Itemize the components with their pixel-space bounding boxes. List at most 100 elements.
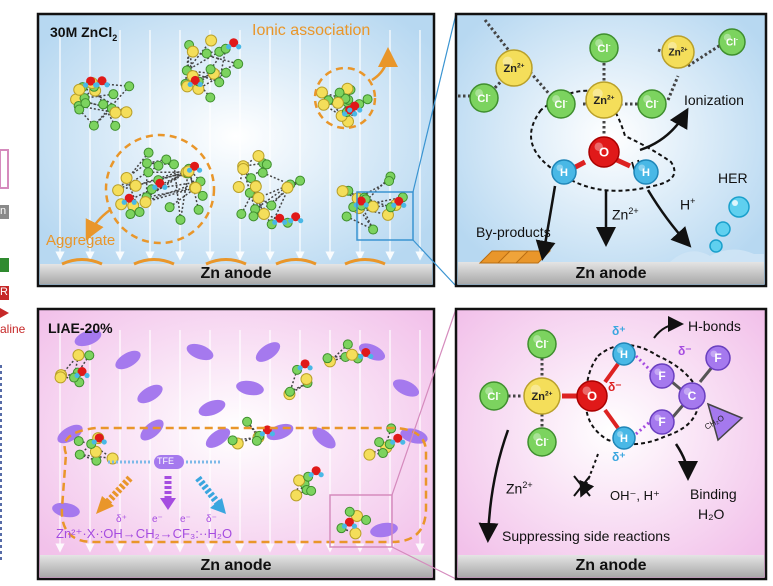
oxygen-atom-large-label: O <box>587 389 597 404</box>
cl-atom <box>165 203 174 212</box>
cl-atom <box>375 438 384 447</box>
label-oh-h: OH⁻, H⁺ <box>610 488 660 504</box>
hydrogen-atom <box>364 202 369 207</box>
label-zn2plus-bottom: Zn2+ <box>506 480 533 497</box>
hydrogen-atom <box>197 168 202 173</box>
label-delta-minus-f: δ⁻ <box>678 344 692 358</box>
fluorine-atom-label: F <box>658 369 665 383</box>
zn-atom <box>332 97 343 108</box>
label-anode-bottom-left: Zn anode <box>40 557 432 575</box>
label-binding-h2o: H₂O <box>698 506 724 522</box>
cl-atom <box>85 351 94 360</box>
label-tfe: TFE <box>157 456 174 466</box>
fluorine-atom: F <box>706 346 730 370</box>
zn-atom <box>55 372 66 383</box>
hydrogen-atom <box>162 185 167 190</box>
zn-atom <box>291 490 302 501</box>
label-delta-plus-bottom: δ⁺ <box>612 450 626 464</box>
hydrogen-atom <box>342 524 347 529</box>
oxygen-atom-large: O <box>577 381 607 411</box>
cl-atom <box>258 168 267 177</box>
cl-atom <box>75 450 84 459</box>
cl-atom <box>111 121 120 130</box>
hydrogen-atom <box>342 111 347 116</box>
cl-atom <box>307 486 316 495</box>
zn-atom <box>364 449 375 460</box>
label-e-minus-1: e⁻ <box>152 514 163 525</box>
zn-atom <box>140 197 151 208</box>
cl-atom <box>126 210 135 219</box>
hydrogen-atom <box>368 354 373 359</box>
cl-atom <box>369 225 378 234</box>
hydrogen-atom-large: H <box>552 160 576 184</box>
label-mechanism-chain: Zn²⁺·X·:OH→CH₂→CF₃:··H₂O <box>56 526 232 542</box>
fluorine-atom: F <box>650 364 674 388</box>
edge-fragment-aline: aline <box>0 322 25 336</box>
fluorine-atom-label: F <box>714 351 721 365</box>
cl-atom-large: Cl- <box>547 90 575 118</box>
hydrogen-atom <box>390 440 395 445</box>
cl-atom <box>362 516 371 525</box>
cl-atom-large-label-sup: - <box>546 436 548 443</box>
hydrogen-atom <box>270 431 275 436</box>
cl-atom <box>144 168 153 177</box>
cl-atom <box>144 148 153 157</box>
cl-atom <box>176 215 185 224</box>
cl-atom <box>237 209 246 218</box>
zn-atom <box>187 46 198 57</box>
byproduct-flakes <box>480 251 550 263</box>
fluorine-atom-label: F <box>658 415 665 429</box>
zn-atom <box>294 475 305 486</box>
cl-atom <box>323 354 332 363</box>
carbon-atom: C <box>679 383 705 409</box>
zn-atom <box>350 528 361 539</box>
cl-atom-large: Cl- <box>470 84 498 112</box>
carbon-atom-label: C <box>688 389 697 403</box>
cl-atom <box>202 49 211 58</box>
oxygen-atom-large: O <box>589 137 619 167</box>
hydrogen-atom <box>297 365 302 370</box>
label-delta-plus-chain: δ⁺ <box>116 514 127 525</box>
title-top-left: 30M ZnCl2 <box>50 24 117 43</box>
cl-atom <box>89 121 98 130</box>
hydrogen-atom-large: H <box>613 427 635 449</box>
zn-atom <box>74 84 85 95</box>
zn-atom <box>301 374 312 385</box>
cl-atom-large-label-sup: - <box>488 92 490 99</box>
cl-atom <box>99 100 108 109</box>
hydrogen-atom <box>92 439 97 444</box>
cl-atom <box>221 68 230 77</box>
cl-atom <box>228 436 237 445</box>
cl-atom <box>267 201 276 210</box>
hydrogen-atom <box>132 200 137 205</box>
cl-atom <box>385 176 394 185</box>
zn-atom <box>318 99 329 110</box>
zn-atom <box>238 163 249 174</box>
hydrogen-atom <box>288 218 293 223</box>
label-hbonds: H-bonds <box>688 318 741 334</box>
hydrogen-atom-large-label: H <box>620 349 628 361</box>
cl-atom <box>363 95 372 104</box>
zn-atom-large: Zn2+ <box>586 82 622 118</box>
cl-atom <box>252 436 261 445</box>
zn-atom-large: Zn2+ <box>524 378 560 414</box>
hydrogen-atom <box>391 203 396 208</box>
cl-atom <box>198 191 207 200</box>
hydrogen-atom <box>347 107 352 112</box>
zn-atom <box>258 208 269 219</box>
zn-atom <box>206 35 217 46</box>
zn-atom <box>73 350 84 361</box>
hydrogen-atom <box>122 200 127 205</box>
title-bottom-left: LIAE-20% <box>48 320 113 336</box>
hydrogen-atom <box>226 44 231 49</box>
zn-atom <box>337 186 348 197</box>
cl-atom <box>162 155 171 164</box>
hydrogen-atom <box>309 472 314 477</box>
hydrogen-atom <box>358 354 363 359</box>
hydrogen-atom <box>236 44 241 49</box>
label-delta-minus-o: δ⁻ <box>608 380 622 394</box>
zn-atom <box>253 150 264 161</box>
zn-atom-large: Zn2+ <box>662 36 694 68</box>
cl-atom <box>206 65 215 74</box>
hydrogen-atom <box>84 373 89 378</box>
